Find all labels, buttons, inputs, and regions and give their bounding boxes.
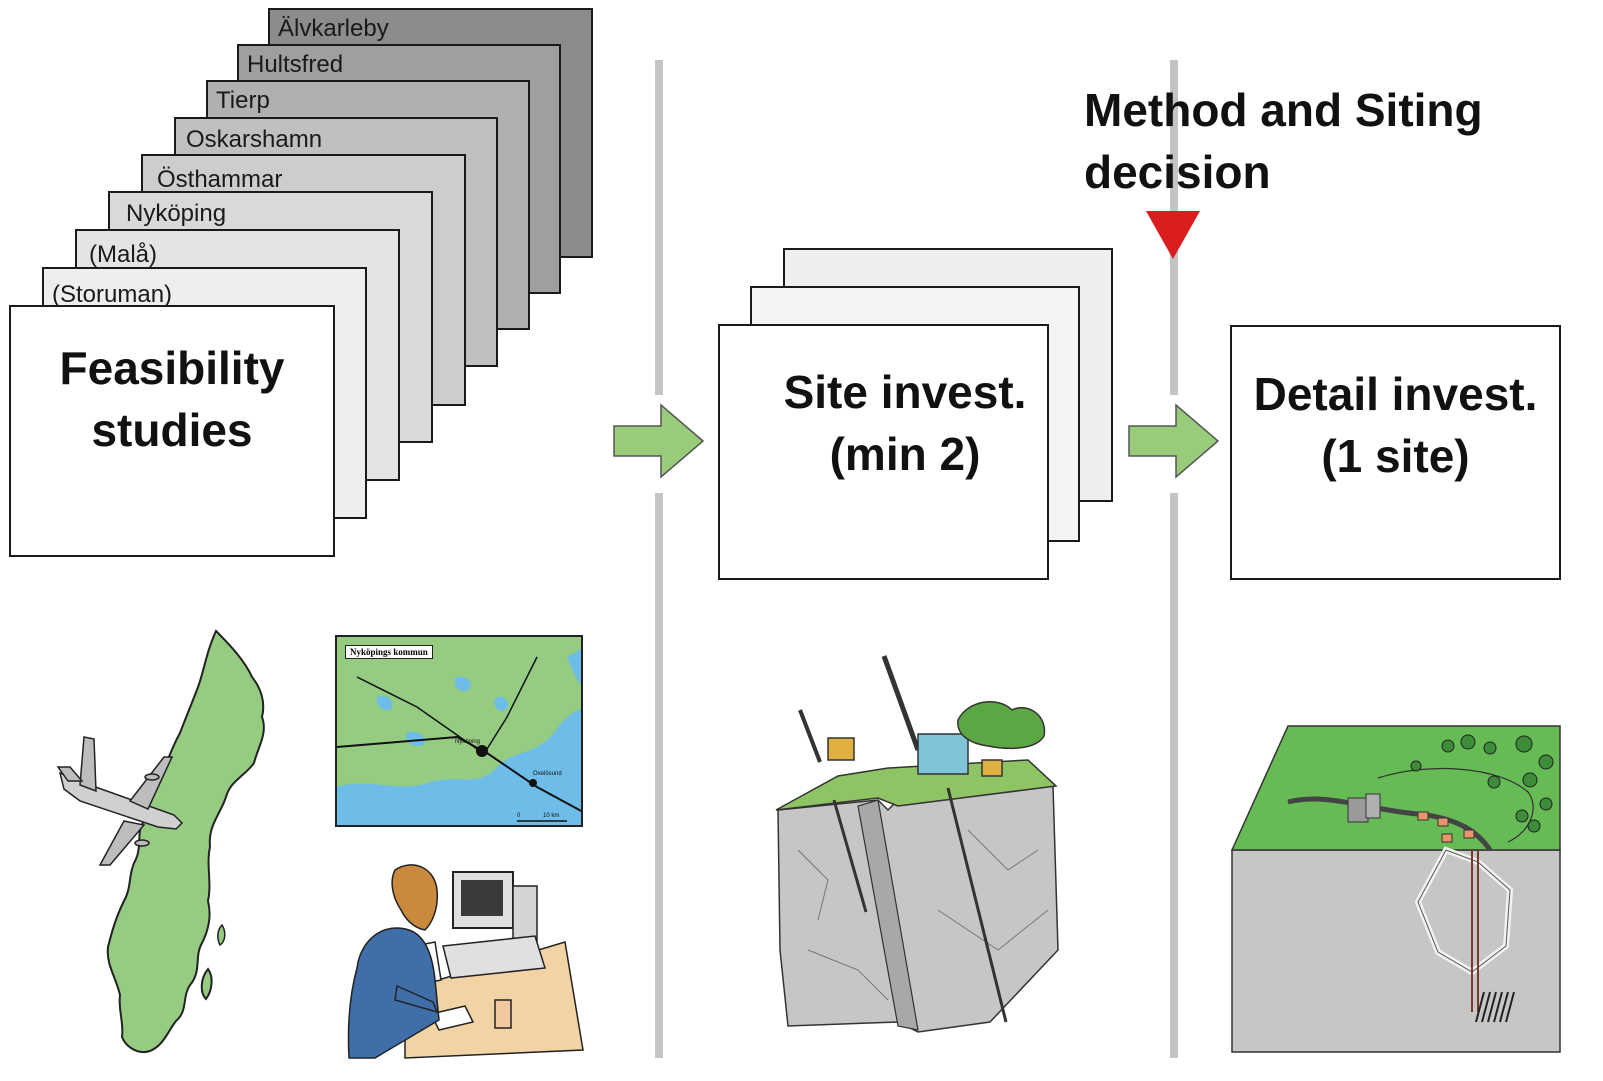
site-card-label: Nyköping bbox=[126, 200, 227, 227]
repository-illustration bbox=[1230, 725, 1561, 1053]
flow-arrow-icon bbox=[1128, 403, 1220, 479]
map-port-label: Oxelösund bbox=[533, 771, 562, 777]
site-invest-title: Site invest. (min 2) bbox=[783, 366, 1027, 480]
site-card-label: (Malå) bbox=[89, 241, 158, 268]
drilling-site-illustration bbox=[775, 655, 1059, 1033]
map-scale-end: 10 km bbox=[543, 813, 560, 819]
site-card-label: Östhammar bbox=[157, 166, 283, 193]
site-invest-card: Site invest. (min 2) bbox=[718, 324, 1049, 580]
decision-label: Method and Siting decision bbox=[1084, 84, 1483, 198]
sweden-map-illustration bbox=[56, 629, 265, 1053]
divider-left-lower bbox=[655, 493, 663, 1058]
site-card-label: (Storuman) bbox=[52, 281, 173, 308]
map-town-label: Nyköping bbox=[455, 739, 481, 745]
divider-left-upper bbox=[655, 60, 663, 395]
aircraft-icon bbox=[56, 736, 184, 866]
map-water bbox=[337, 649, 581, 825]
office-worker-illustration bbox=[347, 864, 584, 1059]
municipality-map: Nyköpings kommun Nyköping Oxelösund 0 10… bbox=[335, 635, 583, 827]
site-card-label: Älvkarleby bbox=[278, 15, 389, 42]
site-card-label: Oskarshamn bbox=[186, 126, 323, 153]
site-card-label: Tierp bbox=[216, 87, 270, 114]
site-card-label: Hultsfred bbox=[247, 51, 344, 78]
feasibility-card: Feasibility studies bbox=[9, 305, 335, 557]
map-title: Nyköpings kommun bbox=[345, 645, 433, 659]
feasibility-title: Feasibility studies bbox=[59, 342, 285, 456]
map-scale-zero: 0 bbox=[517, 813, 521, 819]
divider-right-lower bbox=[1170, 493, 1178, 1058]
decision-marker-icon bbox=[1146, 211, 1200, 259]
flow-arrow-icon bbox=[613, 403, 705, 479]
detail-invest-card: Detail invest. (1 site) bbox=[1230, 325, 1561, 580]
detail-invest-title: Detail invest. (1 site) bbox=[1253, 368, 1538, 482]
